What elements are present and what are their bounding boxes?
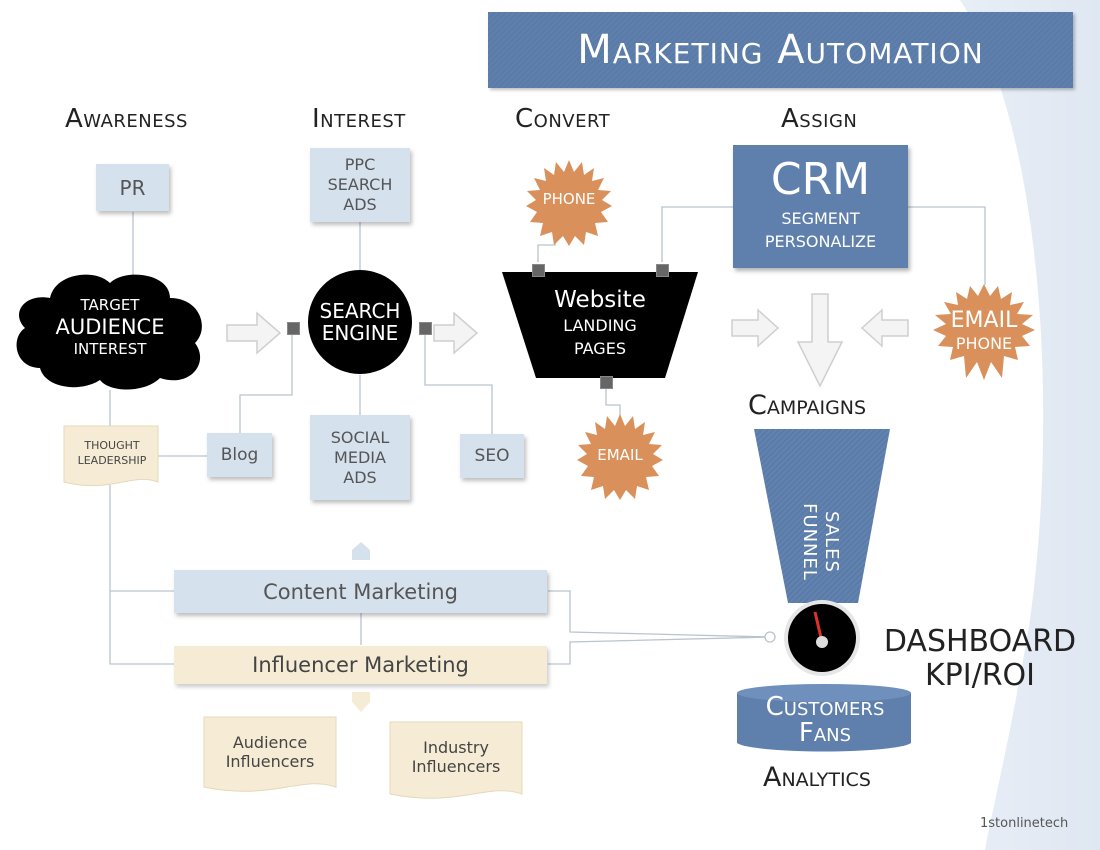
audience-influencers-text: Audience Influencers bbox=[202, 733, 338, 771]
crm-title: CRM bbox=[770, 154, 871, 205]
content-marketing-label: Content Marketing bbox=[263, 579, 458, 604]
audience-line-1: Audience bbox=[232, 733, 308, 752]
crm-box: CRM SEGMENT PERSONALIZE bbox=[733, 145, 908, 268]
phone-label: PHONE bbox=[542, 190, 596, 208]
stage-interest: Interest bbox=[312, 104, 406, 134]
blog-label: Blog bbox=[220, 445, 259, 465]
social-line-2: MEDIA bbox=[334, 447, 386, 467]
search-engine-line-2: ENGINE bbox=[321, 321, 399, 345]
ppc-line-2: SEARCH bbox=[327, 175, 393, 194]
stage-awareness: Awareness bbox=[65, 104, 188, 134]
sales-funnel bbox=[754, 429, 890, 603]
email-burst bbox=[577, 414, 663, 500]
thought-line-1: THOUGHT bbox=[84, 439, 140, 452]
customers-text: Customers Fans bbox=[735, 694, 915, 746]
converging-arrows-icon bbox=[731, 293, 909, 388]
connector-node bbox=[287, 322, 300, 335]
connector-node bbox=[532, 264, 545, 277]
content-marketing-bar: Content Marketing bbox=[174, 570, 547, 613]
cloud-line-3: INTEREST bbox=[73, 340, 147, 358]
industry-line-2: Influencers bbox=[411, 757, 501, 776]
crm-sub-2: PERSONALIZE bbox=[764, 232, 877, 251]
ppc-line-1: PPC bbox=[344, 155, 376, 174]
email-phone-burst bbox=[933, 284, 1035, 380]
dashboard-line-2: KPI/ROI bbox=[924, 658, 1036, 693]
social-line-1: SOCIAL bbox=[330, 427, 390, 447]
social-line-3: ADS bbox=[343, 467, 377, 487]
connector-node bbox=[419, 322, 432, 335]
thought-leadership-doc bbox=[63, 425, 159, 487]
analytics-label: Analytics bbox=[763, 762, 871, 793]
website-trapezoid bbox=[502, 272, 698, 378]
title-banner: Marketing Automation bbox=[488, 12, 1073, 88]
stage-assign: Assign bbox=[781, 104, 858, 134]
cloud-line-1: TARGET bbox=[80, 296, 140, 314]
social-media-ads-box: SOCIAL MEDIA ADS bbox=[310, 415, 410, 500]
sales-funnel-text: SALES FUNNEL bbox=[798, 502, 842, 582]
website-text: Website LANDING PAGES bbox=[520, 286, 680, 360]
email-phone-line-1: EMAIL bbox=[950, 308, 1018, 333]
audience-influencers-doc bbox=[203, 716, 337, 792]
dashboard-line-1: DASHBOARD bbox=[883, 624, 1077, 659]
crm-sub-1: SEGMENT bbox=[781, 209, 860, 228]
customers-line-2: Fans bbox=[798, 718, 852, 748]
ppc-line-3: ADS bbox=[343, 195, 377, 214]
dashboard-text: DASHBOARD KPI/ROI bbox=[880, 625, 1080, 693]
target-audience-cloud bbox=[16, 274, 202, 390]
connector-node bbox=[600, 376, 613, 389]
ppc-search-ads-box: PPC SEARCH ADS bbox=[310, 148, 410, 222]
down-pentagon-icon bbox=[352, 692, 370, 712]
page-title: Marketing Automation bbox=[577, 27, 984, 73]
arrow-right-1-icon bbox=[226, 311, 282, 355]
pr-box: PR bbox=[96, 164, 169, 211]
funnel-line-1: SALES bbox=[821, 511, 842, 573]
email-phone-text: EMAIL PHONE bbox=[930, 308, 1038, 354]
phone-burst bbox=[526, 160, 612, 246]
customers-database bbox=[737, 684, 911, 752]
customers-line-1: Customers bbox=[765, 692, 885, 722]
campaigns-label: Campaigns bbox=[748, 390, 867, 421]
landing-line-2: PAGES bbox=[574, 339, 626, 358]
website-title: Website bbox=[554, 287, 646, 313]
seo-label: SEO bbox=[474, 446, 510, 466]
connector-node bbox=[656, 264, 669, 277]
cloud-line-2: AUDIENCE bbox=[55, 315, 165, 339]
seo-box: SEO bbox=[460, 434, 524, 478]
arrow-right-2-icon bbox=[433, 311, 479, 355]
dashboard-gauge-icon bbox=[784, 600, 860, 676]
audience-line-2: Influencers bbox=[225, 752, 315, 771]
pr-label: PR bbox=[119, 175, 146, 200]
thought-leadership-text: THOUGHT LEADERSHIP bbox=[64, 438, 160, 468]
stage-convert: Convert bbox=[515, 104, 611, 134]
landing-line-1: LANDING bbox=[563, 316, 637, 335]
blog-box: Blog bbox=[207, 433, 272, 477]
search-engine-line-1: SEARCH bbox=[319, 299, 401, 323]
search-engine-circle: SEARCH ENGINE bbox=[308, 270, 412, 374]
industry-influencers-doc bbox=[389, 721, 523, 799]
thought-line-2: LEADERSHIP bbox=[77, 454, 147, 467]
funnel-line-2: FUNNEL bbox=[799, 503, 820, 581]
influencer-marketing-label: Influencer Marketing bbox=[252, 653, 469, 677]
email-phone-line-2: PHONE bbox=[955, 334, 1013, 353]
influencer-marketing-bar: Influencer Marketing bbox=[174, 646, 547, 684]
industry-influencers-text: Industry Influencers bbox=[388, 738, 524, 776]
target-audience-text: TARGET AUDIENCE INTEREST bbox=[30, 294, 190, 360]
watermark: 1stonlinetech bbox=[980, 816, 1069, 831]
up-pentagon-icon bbox=[352, 542, 370, 560]
email-label: EMAIL bbox=[597, 446, 643, 464]
industry-line-1: Industry bbox=[423, 738, 489, 757]
